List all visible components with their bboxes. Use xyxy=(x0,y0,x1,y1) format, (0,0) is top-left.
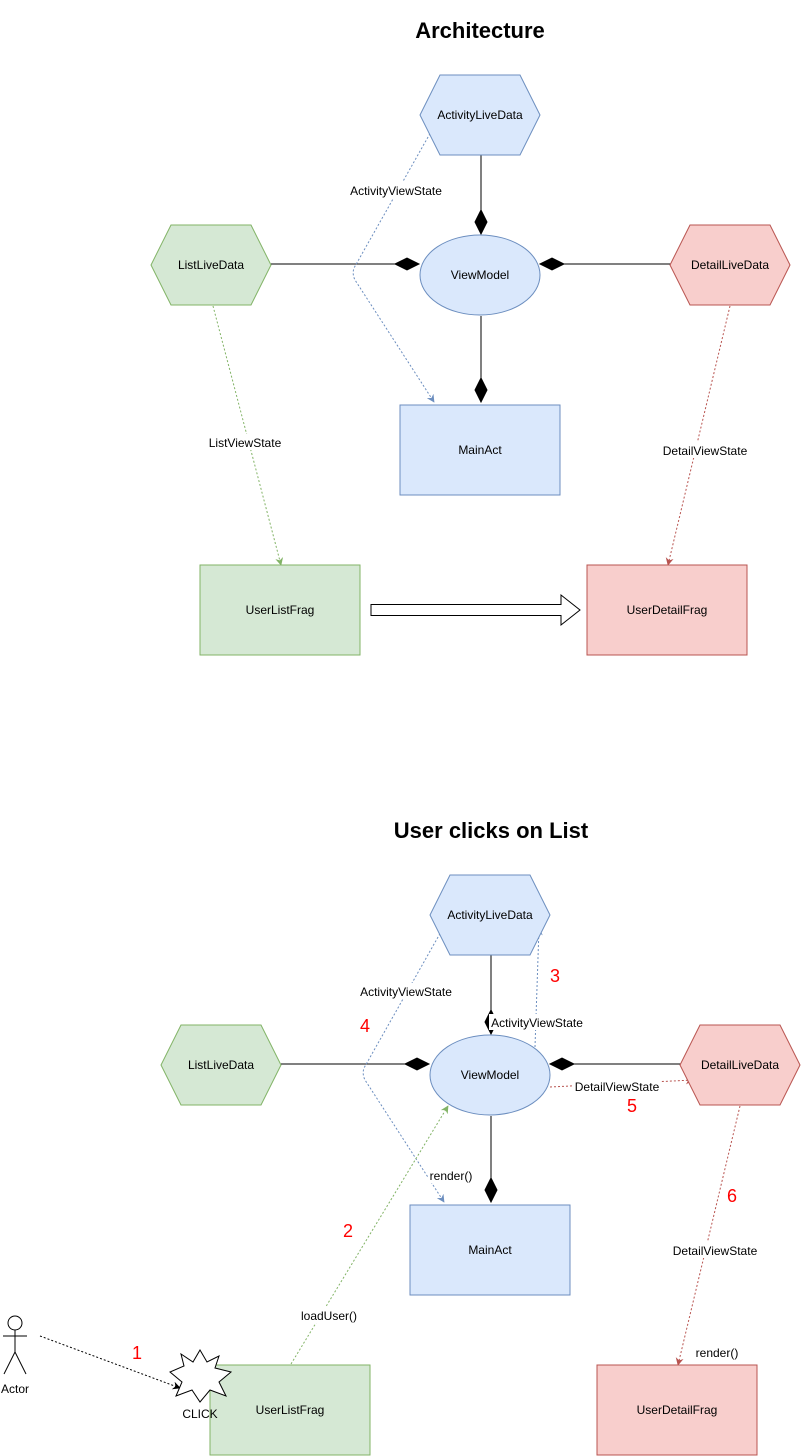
clicks-composition-edges xyxy=(281,955,681,1178)
step-5-label: 5 xyxy=(627,1096,637,1116)
clicks-activity-live-data-node: ActivityLiveData xyxy=(429,874,551,956)
detail-view-state-label: DetailViewState xyxy=(663,444,748,458)
user-list-frag-label: UserListFrag xyxy=(246,603,315,617)
clicks-view-model-node: ViewModel xyxy=(429,1034,551,1116)
clicks-activity-view-state-left-label: ActivityViewState xyxy=(360,985,452,999)
user-list-frag-node: UserListFrag xyxy=(199,564,361,656)
user-detail-frag-node: UserDetailFrag xyxy=(586,564,748,656)
clicks-list-live-data-node: ListLiveData xyxy=(160,1024,282,1106)
render-detail-label: render() xyxy=(696,1346,739,1360)
clicks-activity-live-data-label: ActivityLiveData xyxy=(447,908,533,922)
step-1-label: 1 xyxy=(132,1343,142,1363)
clicks-user-detail-frag-node: UserDetailFrag xyxy=(596,1364,758,1456)
list-view-state-label: ListViewState xyxy=(209,436,282,450)
step-4-label: 4 xyxy=(360,1016,370,1036)
clicks-title: User clicks on List xyxy=(394,818,589,843)
clicks-list-live-data-label: ListLiveData xyxy=(188,1058,254,1072)
detail-view-state-edge xyxy=(665,305,731,566)
render-main-label: render() xyxy=(430,1169,473,1183)
main-act-node: MainAct xyxy=(399,404,561,496)
list-live-data-label: ListLiveData xyxy=(178,258,244,272)
clicks-user-list-frag-node: UserListFrag xyxy=(209,1364,371,1456)
actor-to-click-edge xyxy=(39,1335,181,1390)
activity-view-state-edge xyxy=(352,129,435,403)
view-model-node: ViewModel xyxy=(419,234,541,316)
clicks-detail-live-data-label: DetailLiveData xyxy=(701,1058,779,1072)
click-burst-icon xyxy=(169,1349,233,1403)
clicks-user-detail-frag-label: UserDetailFrag xyxy=(637,1403,718,1417)
activity-view-state-label: ActivityViewState xyxy=(350,184,442,198)
clicks-main-act-node: MainAct xyxy=(409,1204,571,1296)
load-user-label: loadUser() xyxy=(301,1309,357,1323)
clicks-detail-live-data-node: DetailLiveData xyxy=(679,1024,801,1106)
detail-live-data-to-frag-edge xyxy=(675,1105,741,1366)
click-label: CLICK xyxy=(182,1407,217,1421)
composition-edges xyxy=(271,155,671,378)
step-2-label: 2 xyxy=(343,1221,353,1241)
step-6-label: 6 xyxy=(727,1186,737,1206)
clicks-user-list-frag-label: UserListFrag xyxy=(256,1403,325,1417)
main-act-label: MainAct xyxy=(458,443,502,457)
actor-label: Actor xyxy=(1,1382,29,1396)
clicks-detail-view-state-mid-label: DetailViewState xyxy=(575,1080,660,1094)
list-live-data-node: ListLiveData xyxy=(150,224,272,306)
detail-live-data-label: DetailLiveData xyxy=(691,258,769,272)
navigation-block-arrow xyxy=(370,593,581,627)
clicks-view-model-label: ViewModel xyxy=(461,1068,519,1082)
view-model-label: ViewModel xyxy=(451,268,509,282)
composition-diamonds xyxy=(393,208,566,404)
activity-live-data-label: ActivityLiveData xyxy=(437,108,523,122)
step-3-label: 3 xyxy=(550,966,560,986)
architecture-title: Architecture xyxy=(415,18,545,43)
clicks-activity-view-state-center-label: ActivityViewState xyxy=(491,1016,583,1030)
activity-live-data-node: ActivityLiveData xyxy=(419,74,541,156)
detail-live-data-node: DetailLiveData xyxy=(669,224,791,306)
user-detail-frag-label: UserDetailFrag xyxy=(627,603,708,617)
clicks-activity-view-state-edge xyxy=(362,929,445,1203)
clicks-detail-view-state-right-label: DetailViewState xyxy=(673,1244,758,1258)
actor-icon xyxy=(3,1315,27,1375)
clicks-main-act-label: MainAct xyxy=(468,1243,512,1257)
